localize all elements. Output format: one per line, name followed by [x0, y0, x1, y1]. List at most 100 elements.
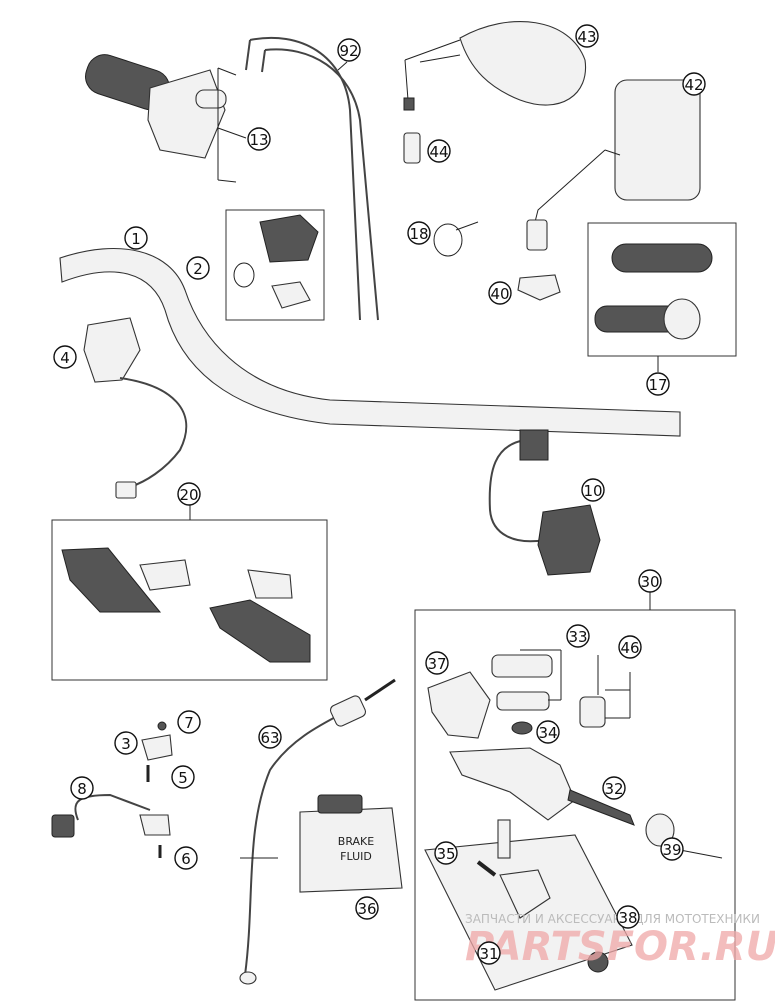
callout-6: 6 — [174, 846, 198, 870]
callout-circle — [124, 226, 148, 250]
callout-32: 32 — [602, 776, 626, 800]
callout-number: 30 — [640, 573, 659, 591]
callout-circle — [53, 345, 77, 369]
callout-number: 8 — [77, 780, 87, 798]
callout-34: 34 — [536, 720, 560, 744]
callout-circle — [171, 765, 195, 789]
callout-circle — [616, 905, 640, 929]
brake-fluid-bottle: BRAKE FLUID — [299, 794, 403, 893]
callout-33: 33 — [566, 624, 590, 648]
callout-number: 63 — [260, 729, 279, 747]
callout-circle — [258, 725, 282, 749]
callout-number: 1 — [131, 230, 141, 248]
callout-number: 33 — [568, 628, 587, 646]
callout-20: 20 — [177, 482, 201, 506]
mirror-adapter — [403, 132, 421, 164]
watermark-line2: PARTSFOR.RU — [465, 924, 775, 970]
callout-number: 7 — [184, 714, 194, 732]
fastener-kit — [225, 209, 325, 321]
mirror-right — [526, 79, 701, 251]
callout-92: 92 — [337, 38, 361, 62]
callout-number: 6 — [181, 850, 191, 868]
bottle-label-line2: FLUID — [340, 850, 372, 863]
right-switch — [488, 429, 601, 576]
callout-17: 17 — [646, 372, 670, 396]
callout-circle — [337, 38, 361, 62]
callout-number: 2 — [193, 260, 203, 278]
callout-8: 8 — [70, 776, 94, 800]
callout-circle — [174, 846, 198, 870]
callout-number: 42 — [684, 76, 703, 94]
callout-number: 37 — [427, 655, 446, 673]
callout-46: 46 — [618, 635, 642, 659]
switch-harness — [51, 793, 171, 858]
throttle-grip — [85, 54, 247, 183]
callout-number: 10 — [583, 482, 602, 500]
callout-circle — [407, 221, 431, 245]
callout-circle — [70, 776, 94, 800]
callout-circle — [177, 710, 201, 734]
callout-number: 38 — [618, 909, 637, 927]
callout-number: 17 — [648, 376, 667, 394]
callout-number: 92 — [339, 42, 358, 60]
callout-circle — [618, 635, 642, 659]
callout-circle — [638, 569, 662, 593]
callout-number: 3 — [121, 735, 131, 753]
callout-number: 35 — [436, 845, 455, 863]
brake-line — [239, 678, 396, 985]
callout-number: 36 — [357, 900, 376, 918]
callout-circle — [575, 24, 599, 48]
callout-1: 1 — [124, 226, 148, 250]
callout-number: 13 — [249, 131, 268, 149]
throttle-cables — [245, 36, 379, 321]
callout-number: 20 — [179, 486, 198, 504]
handlebar-clamp — [517, 274, 561, 301]
watermark: ЗАПЧАСТИ И АКСЕССУАРЫ ДЛЯ МОТОТЕХНИКИ PA… — [465, 912, 775, 970]
callout-circle — [660, 837, 684, 861]
callout-number: 34 — [538, 724, 557, 742]
brake-switch — [141, 721, 173, 782]
callout-63: 63 — [258, 725, 282, 749]
callout-2: 2 — [186, 256, 210, 280]
callout-number: 44 — [429, 143, 448, 161]
callout-13: 13 — [247, 127, 271, 151]
callout-3: 3 — [114, 731, 138, 755]
callout-circle — [427, 139, 451, 163]
callout-circle — [488, 281, 512, 305]
mirror-left — [403, 21, 587, 111]
callout-40: 40 — [488, 281, 512, 305]
callout-circle — [602, 776, 626, 800]
callout-number: 46 — [620, 639, 639, 657]
callout-number: 40 — [490, 285, 509, 303]
callout-10: 10 — [581, 478, 605, 502]
callout-circle — [477, 941, 501, 965]
handlebar — [59, 247, 681, 437]
callout-18: 18 — [407, 221, 431, 245]
callout-30: 30 — [638, 569, 662, 593]
callout-number: 43 — [577, 28, 596, 46]
callout-39: 39 — [660, 837, 684, 861]
callout-circle — [177, 482, 201, 506]
watermark-line1: ЗАПЧАСТИ И АКСЕССУАРЫ ДЛЯ МОТОТЕХНИКИ — [465, 912, 760, 926]
callout-7: 7 — [177, 710, 201, 734]
callout-circle — [186, 256, 210, 280]
callout-number: 5 — [178, 769, 188, 787]
callout-35: 35 — [434, 841, 458, 865]
callout-circle — [425, 651, 449, 675]
callout-38: 38 — [616, 905, 640, 929]
callout-number: 4 — [60, 349, 70, 367]
callout-circle — [581, 478, 605, 502]
callout-circle — [355, 896, 379, 920]
callout-4: 4 — [53, 345, 77, 369]
grips-set — [587, 222, 737, 372]
callout-44: 44 — [427, 139, 451, 163]
callout-circle — [566, 624, 590, 648]
callout-number: 32 — [604, 780, 623, 798]
callout-number: 18 — [409, 225, 428, 243]
callout-circle — [646, 372, 670, 396]
left-switch — [83, 317, 188, 499]
callout-number: 39 — [662, 841, 681, 859]
bottle-label-line1: BRAKE — [338, 835, 374, 848]
